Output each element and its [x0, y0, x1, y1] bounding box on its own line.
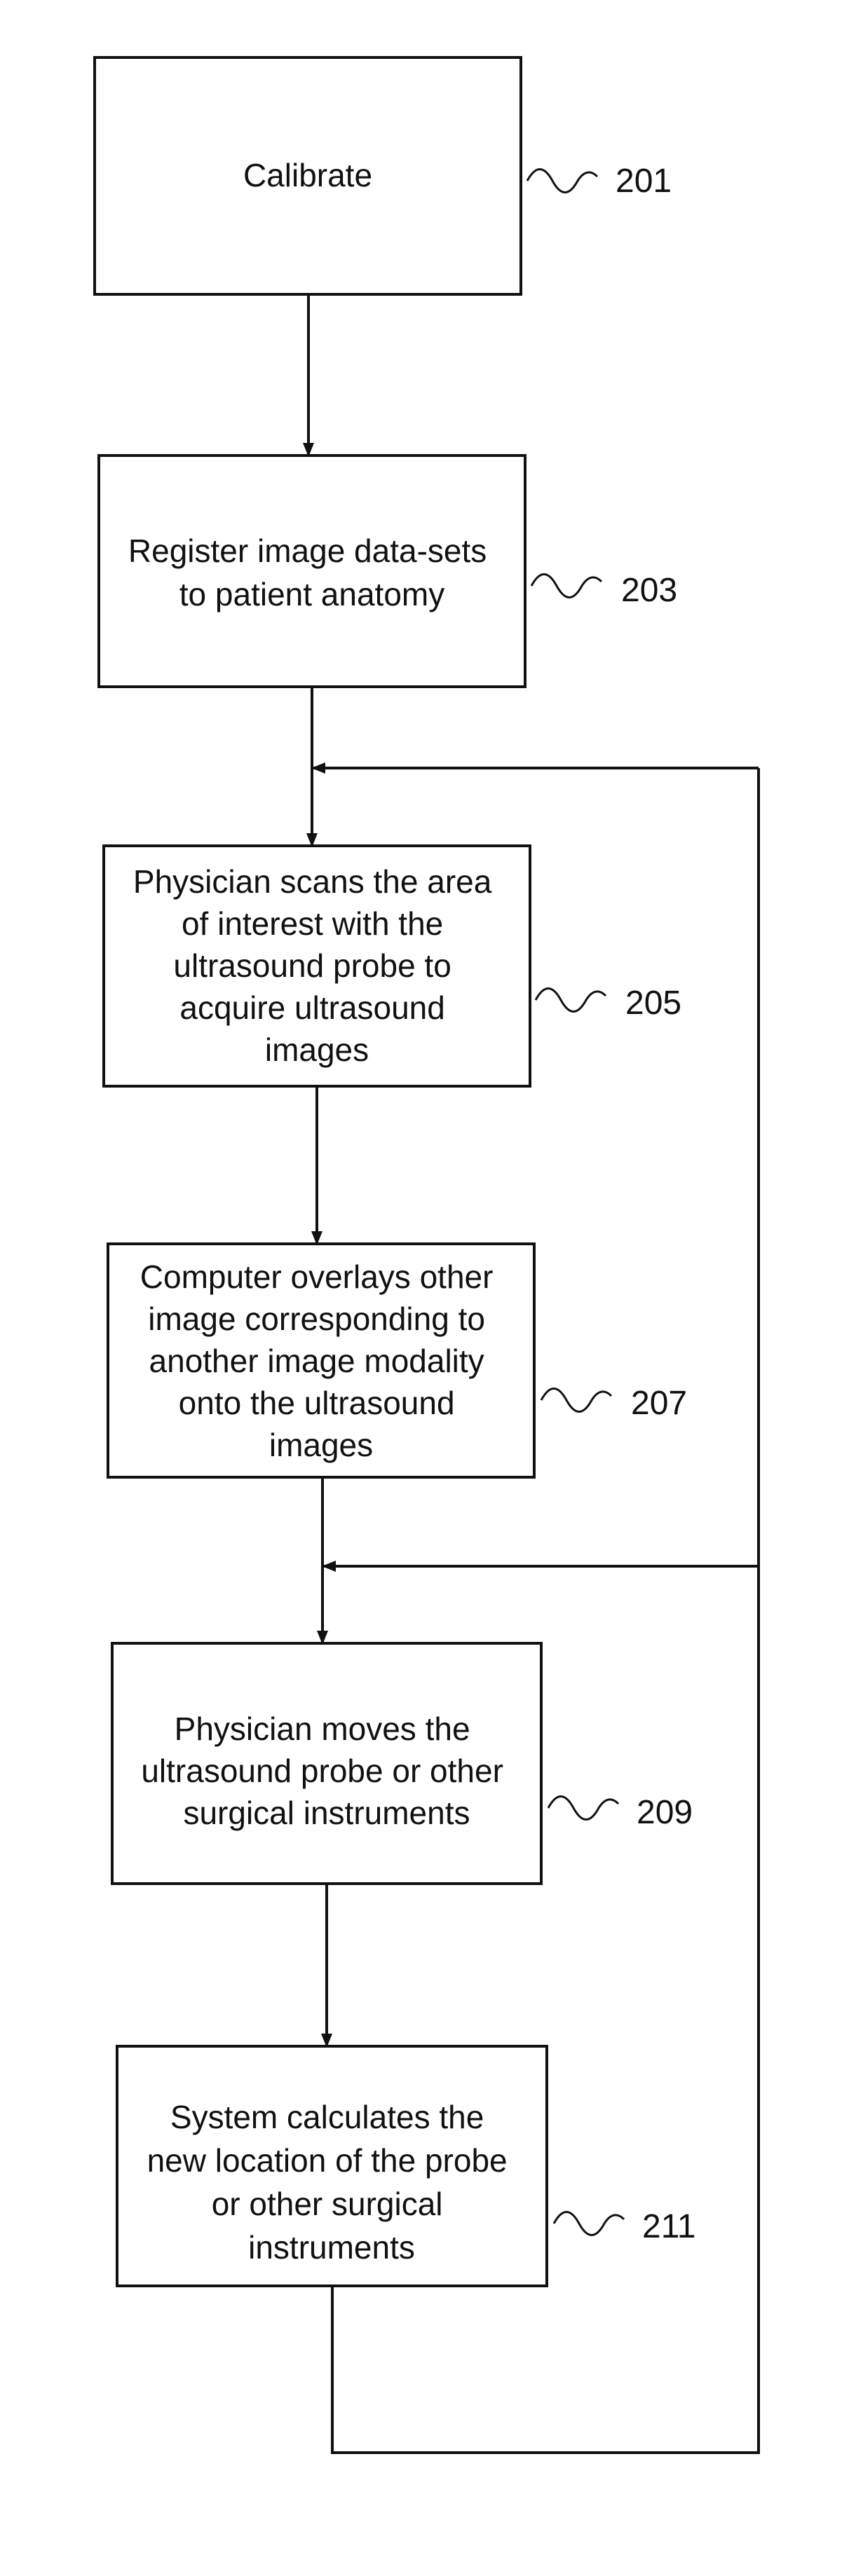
leader-211 [554, 2212, 624, 2235]
step-box-203: Register image data-sets to patient anat… [99, 455, 525, 687]
ref-205: 205 [625, 985, 681, 1022]
ref-211: 211 [642, 2208, 696, 2245]
leader-205 [536, 989, 606, 1012]
step-207-line-5: images [269, 1427, 373, 1463]
step-205-line-2: of interest with the [182, 905, 443, 942]
step-203-rect [99, 455, 525, 687]
step-209-line-3: surgical instruments [183, 1795, 470, 1831]
step-211-text: System calculates the new location of th… [147, 2099, 517, 2266]
step-207-line-4: onto the ultrasound [179, 1385, 455, 1421]
step-207-text: Computer overlays other image correspond… [140, 1259, 502, 1463]
step-box-209: Physician moves the ultrasound probe or … [112, 1643, 541, 1884]
ref-203: 203 [621, 572, 677, 609]
reference-numbers: 201 203 205 207 209 211 [616, 163, 696, 2245]
step-203-line-1: Register image data-sets [128, 533, 487, 569]
leader-201 [527, 170, 597, 193]
ref-201: 201 [616, 163, 672, 200]
step-box-207: Computer overlays other image correspond… [108, 1244, 534, 1477]
step-207-line-3: another image modality [149, 1343, 484, 1379]
step-205-text: Physician scans the area of interest wit… [133, 863, 501, 1068]
step-211-line-1: System calculates the [170, 2099, 484, 2135]
step-207-line-1: Computer overlays other [140, 1259, 494, 1295]
step-201-line-1: Calibrate [243, 157, 372, 193]
step-203-text: Register image data-sets to patient anat… [128, 533, 496, 612]
step-205-line-3: ultrasound probe to [173, 947, 451, 984]
step-203-line-2: to patient anatomy [179, 576, 444, 612]
step-205-line-4: acquire ultrasound [179, 989, 444, 1026]
leader-203 [531, 575, 602, 598]
ref-209: 209 [637, 1794, 693, 1831]
step-201-text: Calibrate [243, 157, 372, 193]
step-207-line-2: image corresponding to [148, 1301, 485, 1337]
step-box-201: Calibrate [95, 57, 521, 294]
step-box-211: System calculates the new location of th… [117, 2046, 547, 2286]
step-211-line-2: new location of the probe [147, 2142, 508, 2179]
step-209-line-2: ultrasound probe or other [141, 1753, 503, 1789]
reference-leaders [527, 170, 624, 2235]
step-211-line-3: or other surgical [212, 2186, 443, 2222]
step-211-line-4: instruments [248, 2229, 415, 2266]
step-205-line-5: images [265, 1032, 369, 1068]
step-209-line-1: Physician moves the [175, 1711, 470, 1747]
leader-209 [548, 1797, 618, 1820]
ref-207: 207 [631, 1385, 687, 1422]
leader-207 [541, 1389, 611, 1412]
step-209-text: Physician moves the ultrasound probe or … [141, 1711, 512, 1831]
step-box-205: Physician scans the area of interest wit… [104, 846, 530, 1086]
step-205-line-1: Physician scans the area [133, 863, 492, 900]
